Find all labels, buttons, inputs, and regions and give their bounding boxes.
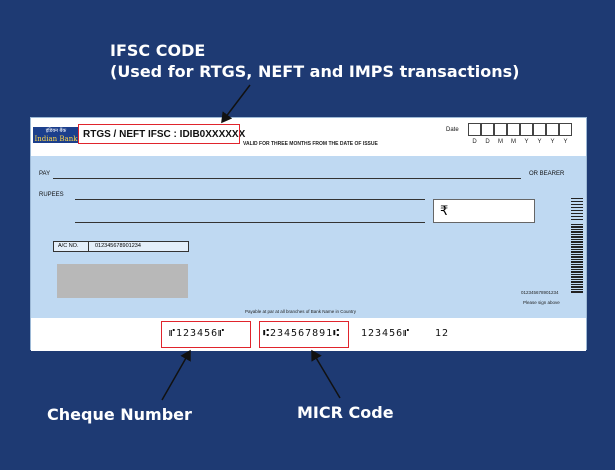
date-format-char: D xyxy=(485,139,490,145)
rupee-icon: ₹ xyxy=(440,203,449,218)
date-format-char: Y xyxy=(537,139,542,145)
bank-logo-name: Indian Bank xyxy=(34,135,78,143)
date-box xyxy=(559,123,572,136)
side-account-number: 012345678901234 xyxy=(521,290,559,295)
date-label: Date xyxy=(446,127,459,133)
micr-code-text: ⑆234567891⑆ xyxy=(263,328,341,339)
date-format-char: M xyxy=(498,139,503,145)
date-box xyxy=(520,123,533,136)
ifsc-callout-title: IFSC CODE xyxy=(110,41,206,60)
micr-code-callout: MICR Code xyxy=(297,403,394,422)
date-format-char: D xyxy=(472,139,477,145)
ifsc-callout-subtitle: (Used for RTGS, NEFT and IMPS transactio… xyxy=(110,62,520,81)
sign-above-note: Please sign above xyxy=(523,300,560,305)
date-box xyxy=(468,123,481,136)
micr-account-text: 123456⑈ xyxy=(361,328,411,339)
date-format-char: Y xyxy=(550,139,555,145)
cheque-number-highlight-box xyxy=(161,321,251,348)
barcode-top xyxy=(571,198,583,220)
blank-grey-box xyxy=(57,264,188,298)
cheque-header-band: इंडियन बैंक Indian Bank RTGS / NEFT IFSC… xyxy=(31,118,586,156)
pay-label: PAY xyxy=(39,171,51,177)
bearer-label: OR BEARER xyxy=(529,171,565,177)
validity-note: VALID FOR THREE MONTHS FROM THE DATE OF … xyxy=(243,141,378,147)
date-format-char: Y xyxy=(524,139,529,145)
cheque-number-arrow xyxy=(161,349,191,401)
micr-band: ⑈123456⑈ ⑆234567891⑆ 123456⑈ 12 xyxy=(31,318,586,351)
date-box xyxy=(546,123,559,136)
micr-transaction-code: 12 xyxy=(435,328,450,339)
bank-logo-hindi: इंडियन बैंक xyxy=(45,128,67,134)
date-box xyxy=(507,123,520,136)
ifsc-code-callout: IFSC CODE (Used for RTGS, NEFT and IMPS … xyxy=(110,40,519,82)
account-number-box: A/C NO. 012345678901234 xyxy=(53,241,189,252)
amount-words-line-2 xyxy=(75,222,425,223)
payee-line xyxy=(53,178,521,179)
date-box xyxy=(481,123,494,136)
ifsc-highlight-box xyxy=(78,124,240,144)
account-number-value: 012345678901234 xyxy=(95,243,141,249)
date-format-char: M xyxy=(511,139,516,145)
bank-logo: इंडियन बैंक Indian Bank xyxy=(33,127,79,143)
cheque-image: इंडियन बैंक Indian Bank RTGS / NEFT IFSC… xyxy=(30,117,587,351)
date-boxes xyxy=(468,123,572,136)
date-box xyxy=(494,123,507,136)
micr-code-highlight-box xyxy=(259,321,349,348)
amount-words-line-1 xyxy=(75,199,425,200)
account-number-label: A/C NO. xyxy=(54,242,89,251)
micr-cheque-number: ⑈123456⑈ xyxy=(169,328,226,339)
ifsc-code-text: RTGS / NEFT IFSC : IDIB0XXXXXX xyxy=(83,129,246,140)
payable-note: Payable at par at all branches of Bank N… xyxy=(245,309,357,314)
rupees-label: RUPEES xyxy=(39,192,64,198)
date-format: D D M M Y Y Y Y xyxy=(468,139,572,145)
micr-code-arrow xyxy=(311,349,341,399)
cheque-number-callout: Cheque Number xyxy=(47,405,192,424)
date-format-char: Y xyxy=(563,139,568,145)
date-box xyxy=(533,123,546,136)
amount-figure-box: ₹ xyxy=(433,199,535,223)
barcode-side xyxy=(571,224,583,294)
